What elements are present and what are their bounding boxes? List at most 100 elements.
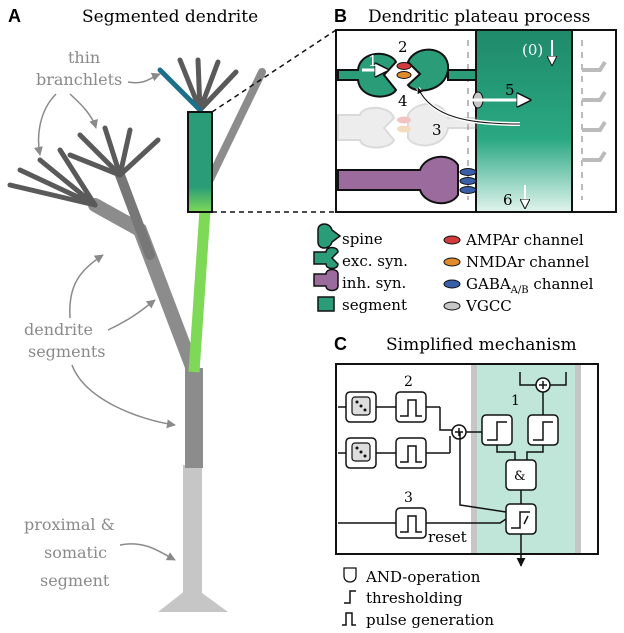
- c-legend-thresh: thresholding: [344, 589, 463, 607]
- legend-spine: spine: [317, 223, 383, 249]
- step-0: (0): [522, 41, 543, 59]
- and-icon: &: [514, 469, 526, 484]
- pulse-box-1: [395, 391, 427, 423]
- thresholding-icon: [344, 590, 356, 604]
- spine-head: [406, 48, 477, 92]
- dice-box-2: [345, 437, 377, 469]
- thresh-box-1: [481, 414, 513, 446]
- wires: [338, 372, 567, 567]
- teal-branchlet: [157, 67, 203, 113]
- pulse-icon: [400, 399, 422, 417]
- panel-c-title: Simplified mechanism: [386, 335, 577, 355]
- c-legend-pulse: pulse generation: [342, 611, 494, 629]
- left-cluster: [7, 125, 161, 208]
- label-segment: segment: [40, 571, 110, 590]
- arrow-dend-2: [107, 299, 156, 331]
- top-branchlets: [177, 57, 239, 113]
- gaba-channel-1: [459, 168, 477, 176]
- selected-segment: [187, 111, 213, 213]
- c-number-2: 2: [404, 374, 413, 390]
- threshold-icon: [533, 421, 553, 441]
- nmda-channel: [396, 71, 412, 79]
- arrow-dend-1: [69, 254, 104, 319]
- arrow-prox: [119, 543, 176, 561]
- gaba-icon: [443, 279, 461, 289]
- pulse-icon: [400, 515, 422, 533]
- arrow-dend-3: [71, 364, 176, 429]
- label-somatic: somatic: [44, 543, 107, 562]
- vgcc-icon: [443, 301, 461, 311]
- legend-ampa: AMPAr channel: [443, 231, 584, 249]
- legend-ampa-label: AMPAr channel: [465, 231, 584, 249]
- legend-vgcc-label: VGCC: [465, 297, 512, 315]
- and-box: &: [505, 459, 537, 491]
- legend-nmda-label: NMDAr channel: [466, 253, 589, 271]
- panel-c-letter: C: [334, 334, 347, 354]
- trunk-segment: [185, 368, 203, 468]
- legend-segment-label: segment: [342, 296, 407, 314]
- step-2: 2: [398, 38, 408, 56]
- exc-syn-icon: [313, 246, 339, 270]
- pulse-box-2: [395, 437, 427, 469]
- gaba-channel-3: [459, 186, 477, 194]
- step-4: 4: [398, 92, 408, 110]
- c-legend-and-label: AND-operation: [365, 568, 481, 586]
- segment-icon: [317, 296, 335, 312]
- legend-nmda: NMDAr channel: [443, 253, 589, 271]
- c-number-1: 1: [511, 393, 520, 409]
- panel-c: C Simplified mechanism: [334, 334, 599, 629]
- step-3: 3: [432, 121, 442, 139]
- thresh-reset-box: [505, 503, 537, 535]
- panel-a: A Segmented dendrite thin branchlets: [7, 6, 337, 612]
- c-legend-thresh-label: thresholding: [366, 589, 463, 607]
- sum-node-2: [535, 377, 551, 393]
- arrow-thin-1: [127, 72, 161, 84]
- legend-spine-label: spine: [342, 230, 383, 248]
- spine-icon: [317, 223, 342, 249]
- legend-inh-label: inh. syn.: [342, 274, 406, 292]
- arrow-thin-2: [34, 93, 57, 156]
- right-spines: [582, 60, 607, 162]
- faded-synapse: [337, 103, 477, 149]
- legend: spine exc. syn. inh. syn. segment AMPAr …: [313, 223, 594, 315]
- c-legend: AND-operation thresholding pulse generat…: [342, 567, 494, 629]
- inh-syn-icon: [313, 268, 339, 292]
- panel-b: B Dendritic plateau process: [334, 6, 617, 213]
- zoom-line-top: [211, 29, 337, 113]
- step-5: 5: [505, 81, 515, 99]
- legend-inh: inh. syn.: [313, 268, 406, 292]
- ampa-channel: [396, 62, 412, 70]
- ampa-icon: [443, 235, 461, 245]
- legend-gaba: GABAA/B channel: [443, 275, 594, 296]
- legend-gaba-label: GABAA/B channel: [466, 275, 594, 296]
- c-reset-label: reset: [428, 528, 467, 546]
- nmda-icon: [443, 257, 461, 267]
- step-1: 1: [368, 52, 378, 70]
- label-dendrite: dendrite: [24, 320, 93, 339]
- legend-segment: segment: [317, 296, 407, 314]
- legend-exc: exc. syn.: [313, 246, 408, 270]
- threshold-icon: [487, 421, 507, 441]
- arrow-thin-3: [69, 93, 98, 129]
- c-number-3: 3: [404, 490, 413, 506]
- green-segment: [188, 209, 211, 373]
- label-proximal: proximal &: [24, 515, 115, 534]
- panel-b-letter: B: [334, 6, 347, 26]
- gaba-channel-2: [459, 177, 477, 185]
- proximal-segment: [183, 465, 202, 595]
- pulse-icon: [400, 445, 422, 463]
- panel-b-title: Dendritic plateau process: [368, 7, 590, 27]
- legend-exc-label: exc. syn.: [342, 252, 408, 270]
- threshold-reset-icon: [511, 511, 530, 529]
- inh-synapse: [337, 155, 459, 205]
- thresh-box-2: [527, 414, 559, 446]
- sum-node-1: [451, 424, 467, 440]
- panel-a-title: Segmented dendrite: [82, 7, 258, 27]
- left-branch-upper: [115, 170, 155, 260]
- pulse-generation-icon: [342, 612, 356, 626]
- and-operation-icon: [343, 567, 357, 583]
- legend-vgcc: VGCC: [443, 297, 512, 315]
- label-segments: segments: [28, 342, 106, 361]
- label-thin: thin: [68, 48, 100, 67]
